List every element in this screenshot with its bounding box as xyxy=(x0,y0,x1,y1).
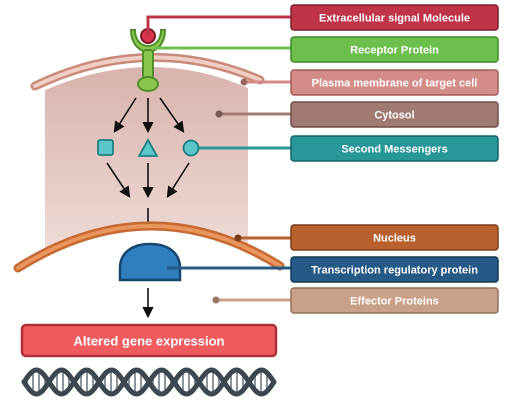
label-second-messengers: Second Messengers xyxy=(290,135,499,162)
second-messenger-circle xyxy=(182,139,200,157)
label-extracellular-signal-text: Extracellular signal Molecule xyxy=(319,13,470,25)
label-cytosol: Cytosol xyxy=(290,101,499,128)
label-plasma-membrane-text: Plasma membrane of target cell xyxy=(312,78,478,90)
second-messengers xyxy=(97,138,200,157)
label-second-messengers-text: Second Messengers xyxy=(341,144,447,156)
second-messenger-triangle xyxy=(137,138,159,157)
label-effector-proteins-text: Effector Proteins xyxy=(350,296,439,308)
altered-gene-expression-text: Altered gene expression xyxy=(74,334,225,349)
label-receptor-protein-text: Receptor Protein xyxy=(350,45,439,57)
transcription-regulatory-protein xyxy=(118,242,182,282)
converging-arrows xyxy=(106,162,190,235)
label-nucleus-text: Nucleus xyxy=(373,233,416,245)
label-receptor-protein: Receptor Protein xyxy=(290,36,499,63)
label-transcription-regulatory-protein-text: Transcription regulatory protein xyxy=(311,265,478,277)
leader-dots xyxy=(212,78,248,304)
label-cytosol-text: Cytosol xyxy=(374,110,414,122)
receptor-arrows xyxy=(113,97,185,134)
altered-gene-expression-box: Altered gene expression xyxy=(20,323,278,358)
leader-lines xyxy=(146,15,292,302)
label-extracellular-signal: Extracellular signal Molecule xyxy=(290,4,499,31)
dna-helix xyxy=(21,367,277,397)
dna-strand-b xyxy=(21,367,277,397)
nucleus-interior xyxy=(18,225,280,411)
label-plasma-membrane: Plasma membrane of target cell xyxy=(290,69,499,96)
label-effector-proteins: Effector Proteins xyxy=(290,287,499,314)
second-messenger-square xyxy=(97,139,114,156)
label-transcription-regulatory-protein: Transcription regulatory protein xyxy=(290,256,499,283)
label-nucleus: Nucleus xyxy=(290,224,499,251)
